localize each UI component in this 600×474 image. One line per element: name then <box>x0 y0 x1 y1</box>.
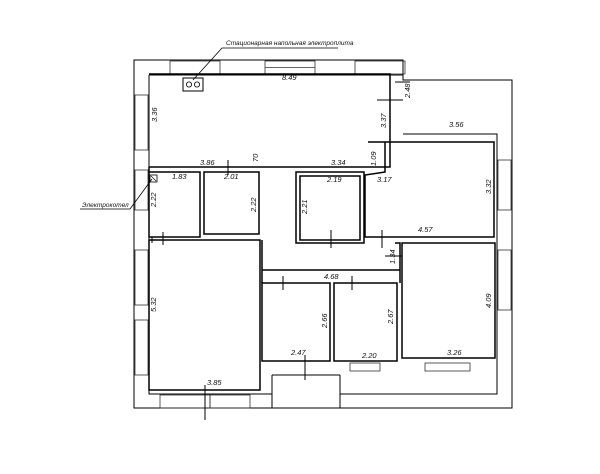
dim-boiler-room-height: 2.22 <box>149 192 158 208</box>
dim-top-room-right-height: 3.37 <box>379 113 388 128</box>
dim-corridor-width: 1.34 <box>388 249 397 264</box>
dim-bath-height: 2.21 <box>300 199 309 215</box>
dim-top-room-width: 8.49 <box>282 73 297 82</box>
stove-annotation: Стационарная напольная электроплита <box>226 40 354 47</box>
dim-top-room-height: 3.36 <box>150 107 159 122</box>
dim-corner-width: 3.56 <box>449 120 464 129</box>
dim-boiler-room-width: 1.83 <box>172 172 187 181</box>
dim-bath-width: 2.19 <box>326 175 342 184</box>
interior-walls <box>148 73 496 391</box>
stove-icon <box>182 77 204 92</box>
dim-room-e-depth-left: 1.09 <box>369 151 378 166</box>
dim-left-wall-run: 3.86 <box>200 158 215 167</box>
dim-room-h-width: 3.26 <box>447 348 462 357</box>
dim-room-f-height: 2.66 <box>320 313 329 329</box>
dim-room-f-width: 2.47 <box>290 348 306 357</box>
boiler-icon <box>149 174 158 183</box>
dim-room-h-height: 4.09 <box>484 293 493 308</box>
boiler-annotation: Электрокотел <box>82 202 129 209</box>
dim-corner-height: 2.48 <box>403 83 412 99</box>
dim-room-g-height: 2.67 <box>386 309 395 325</box>
dim-small-room-height: 2.22 <box>249 197 258 213</box>
dim-corridor-length: 4.68 <box>324 272 339 281</box>
dimension-ticks <box>151 81 410 420</box>
dim-small-room-width: 2.01 <box>223 172 239 181</box>
dim-room-g-width: 2.20 <box>361 351 377 360</box>
dim-big-room-width: 3.85 <box>207 378 222 387</box>
dim-big-room-height: 5.32 <box>149 297 158 312</box>
outer-walls <box>133 59 513 409</box>
dim-room-e-bottom: 4.57 <box>418 225 433 234</box>
dim-right-wall-run: 3.34 <box>331 158 346 167</box>
annotation-leaders <box>80 47 338 210</box>
dim-room-e-height: 3.32 <box>484 179 493 194</box>
dim-partition-stub: 70 <box>251 153 260 162</box>
dim-room-e-width: 3.17 <box>377 175 392 184</box>
